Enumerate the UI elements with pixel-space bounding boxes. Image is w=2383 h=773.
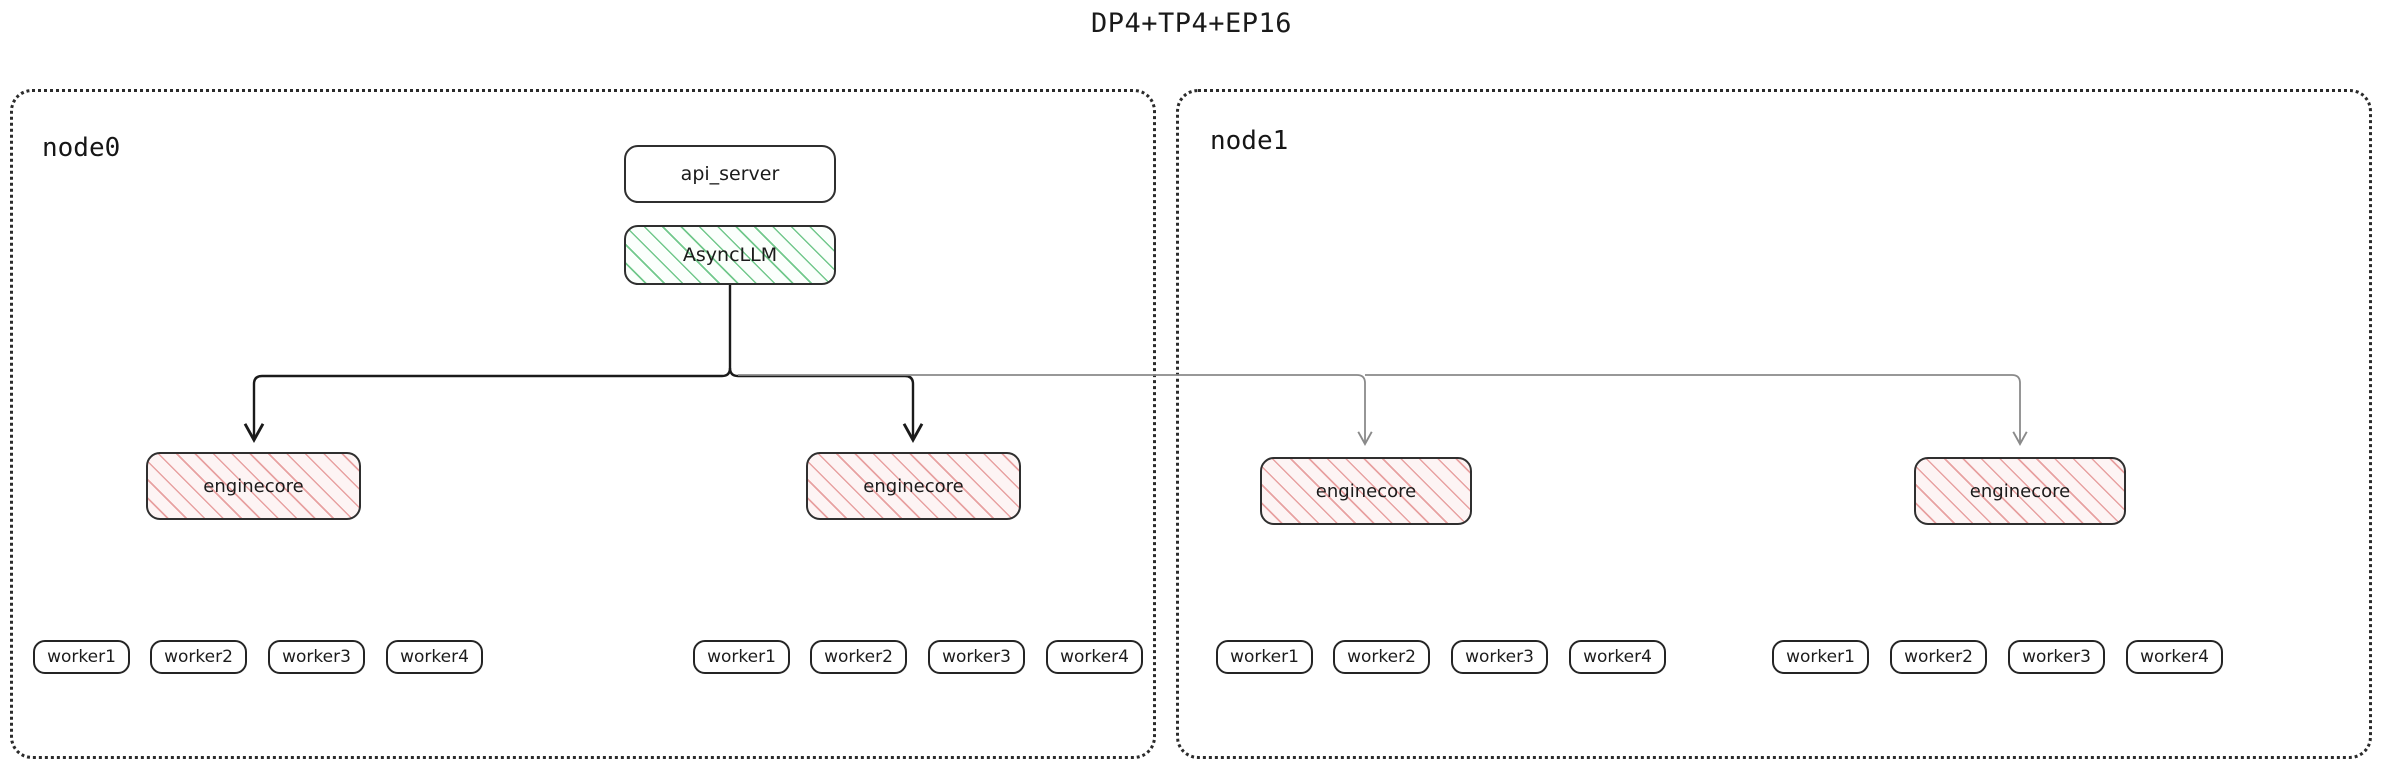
worker-box[interactable]: worker3: [268, 640, 365, 674]
worker-box[interactable]: worker1: [1772, 640, 1869, 674]
worker-box[interactable]: worker2: [810, 640, 907, 674]
async-llm-box[interactable]: AsyncLLM: [624, 225, 836, 285]
worker-box[interactable]: worker4: [1046, 640, 1143, 674]
enginecore-box[interactable]: enginecore: [1914, 457, 2126, 525]
enginecore-box[interactable]: enginecore: [1260, 457, 1472, 525]
worker-box[interactable]: worker4: [2126, 640, 2223, 674]
worker-box[interactable]: worker1: [693, 640, 790, 674]
page-title: DP4+TP4+EP16: [1090, 8, 1293, 39]
worker-box[interactable]: worker1: [1216, 640, 1313, 674]
worker-box[interactable]: worker2: [150, 640, 247, 674]
worker-box[interactable]: worker3: [928, 640, 1025, 674]
node-label-node1: node1: [1210, 126, 1289, 156]
enginecore-box[interactable]: enginecore: [146, 452, 361, 520]
worker-box[interactable]: worker2: [1890, 640, 1987, 674]
enginecore-box[interactable]: enginecore: [806, 452, 1021, 520]
worker-box[interactable]: worker1: [33, 640, 130, 674]
worker-box[interactable]: worker3: [2008, 640, 2105, 674]
worker-box[interactable]: worker2: [1333, 640, 1430, 674]
worker-box[interactable]: worker3: [1451, 640, 1548, 674]
api-server-box[interactable]: api_server: [624, 145, 836, 203]
node-label-node0: node0: [42, 133, 121, 163]
worker-box[interactable]: worker4: [1569, 640, 1666, 674]
worker-box[interactable]: worker4: [386, 640, 483, 674]
